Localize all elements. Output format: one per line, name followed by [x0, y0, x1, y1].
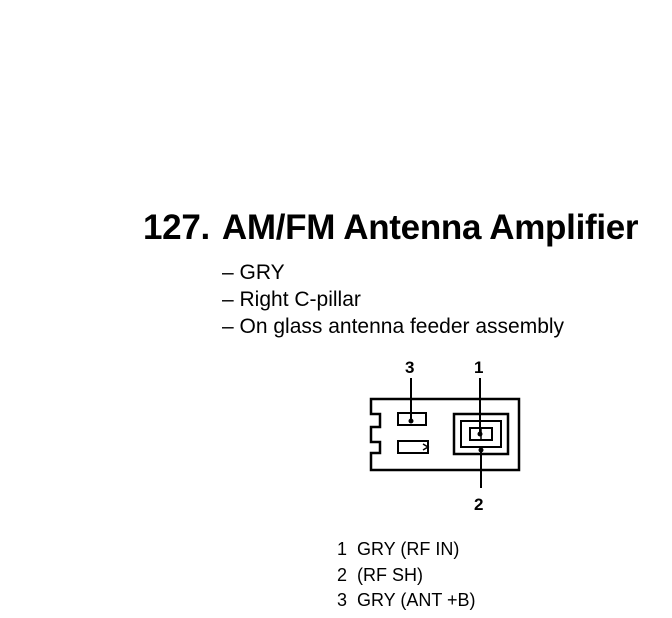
pin-row: 2 (RF SH) [337, 563, 476, 589]
pin-description: GRY (RF IN) [357, 539, 460, 559]
component-name: AM/FM Antenna Amplifier [221, 208, 639, 247]
detail-color: GRY [222, 259, 564, 286]
pin-list: 1 GRY (RF IN) 2 (RF SH) 3 GRY (ANT +B) [337, 537, 476, 614]
pin2-dot [478, 447, 484, 453]
lower-slot-mark [422, 443, 430, 451]
connector-outline [369, 397, 521, 472]
pin2-label: 2 [474, 495, 484, 514]
pin-description: GRY (ANT +B) [357, 590, 476, 610]
component-title: 127. AM/FM Antenna Amplifier [143, 208, 639, 248]
pin-row: 3 GRY (ANT +B) [337, 588, 476, 614]
pin-number: 3 [337, 590, 348, 610]
pin1-dot [477, 431, 483, 437]
pin1-label: 1 [474, 358, 484, 377]
pin-number: 2 [337, 564, 348, 585]
pin-description: (RF SH) [357, 564, 423, 585]
pin3-dot [408, 418, 414, 424]
component-number: 127. [143, 208, 210, 247]
component-details: GRY Right C-pillar On glass antenna feed… [222, 259, 565, 340]
lower-slot [397, 440, 429, 454]
pin-row: 1 GRY (RF IN) [337, 537, 476, 563]
pin-number: 1 [337, 539, 348, 559]
pin3-label: 3 [405, 358, 415, 377]
detail-location: Right C-pillar [222, 286, 564, 313]
detail-assembly: On glass antenna feeder assembly [222, 313, 565, 340]
